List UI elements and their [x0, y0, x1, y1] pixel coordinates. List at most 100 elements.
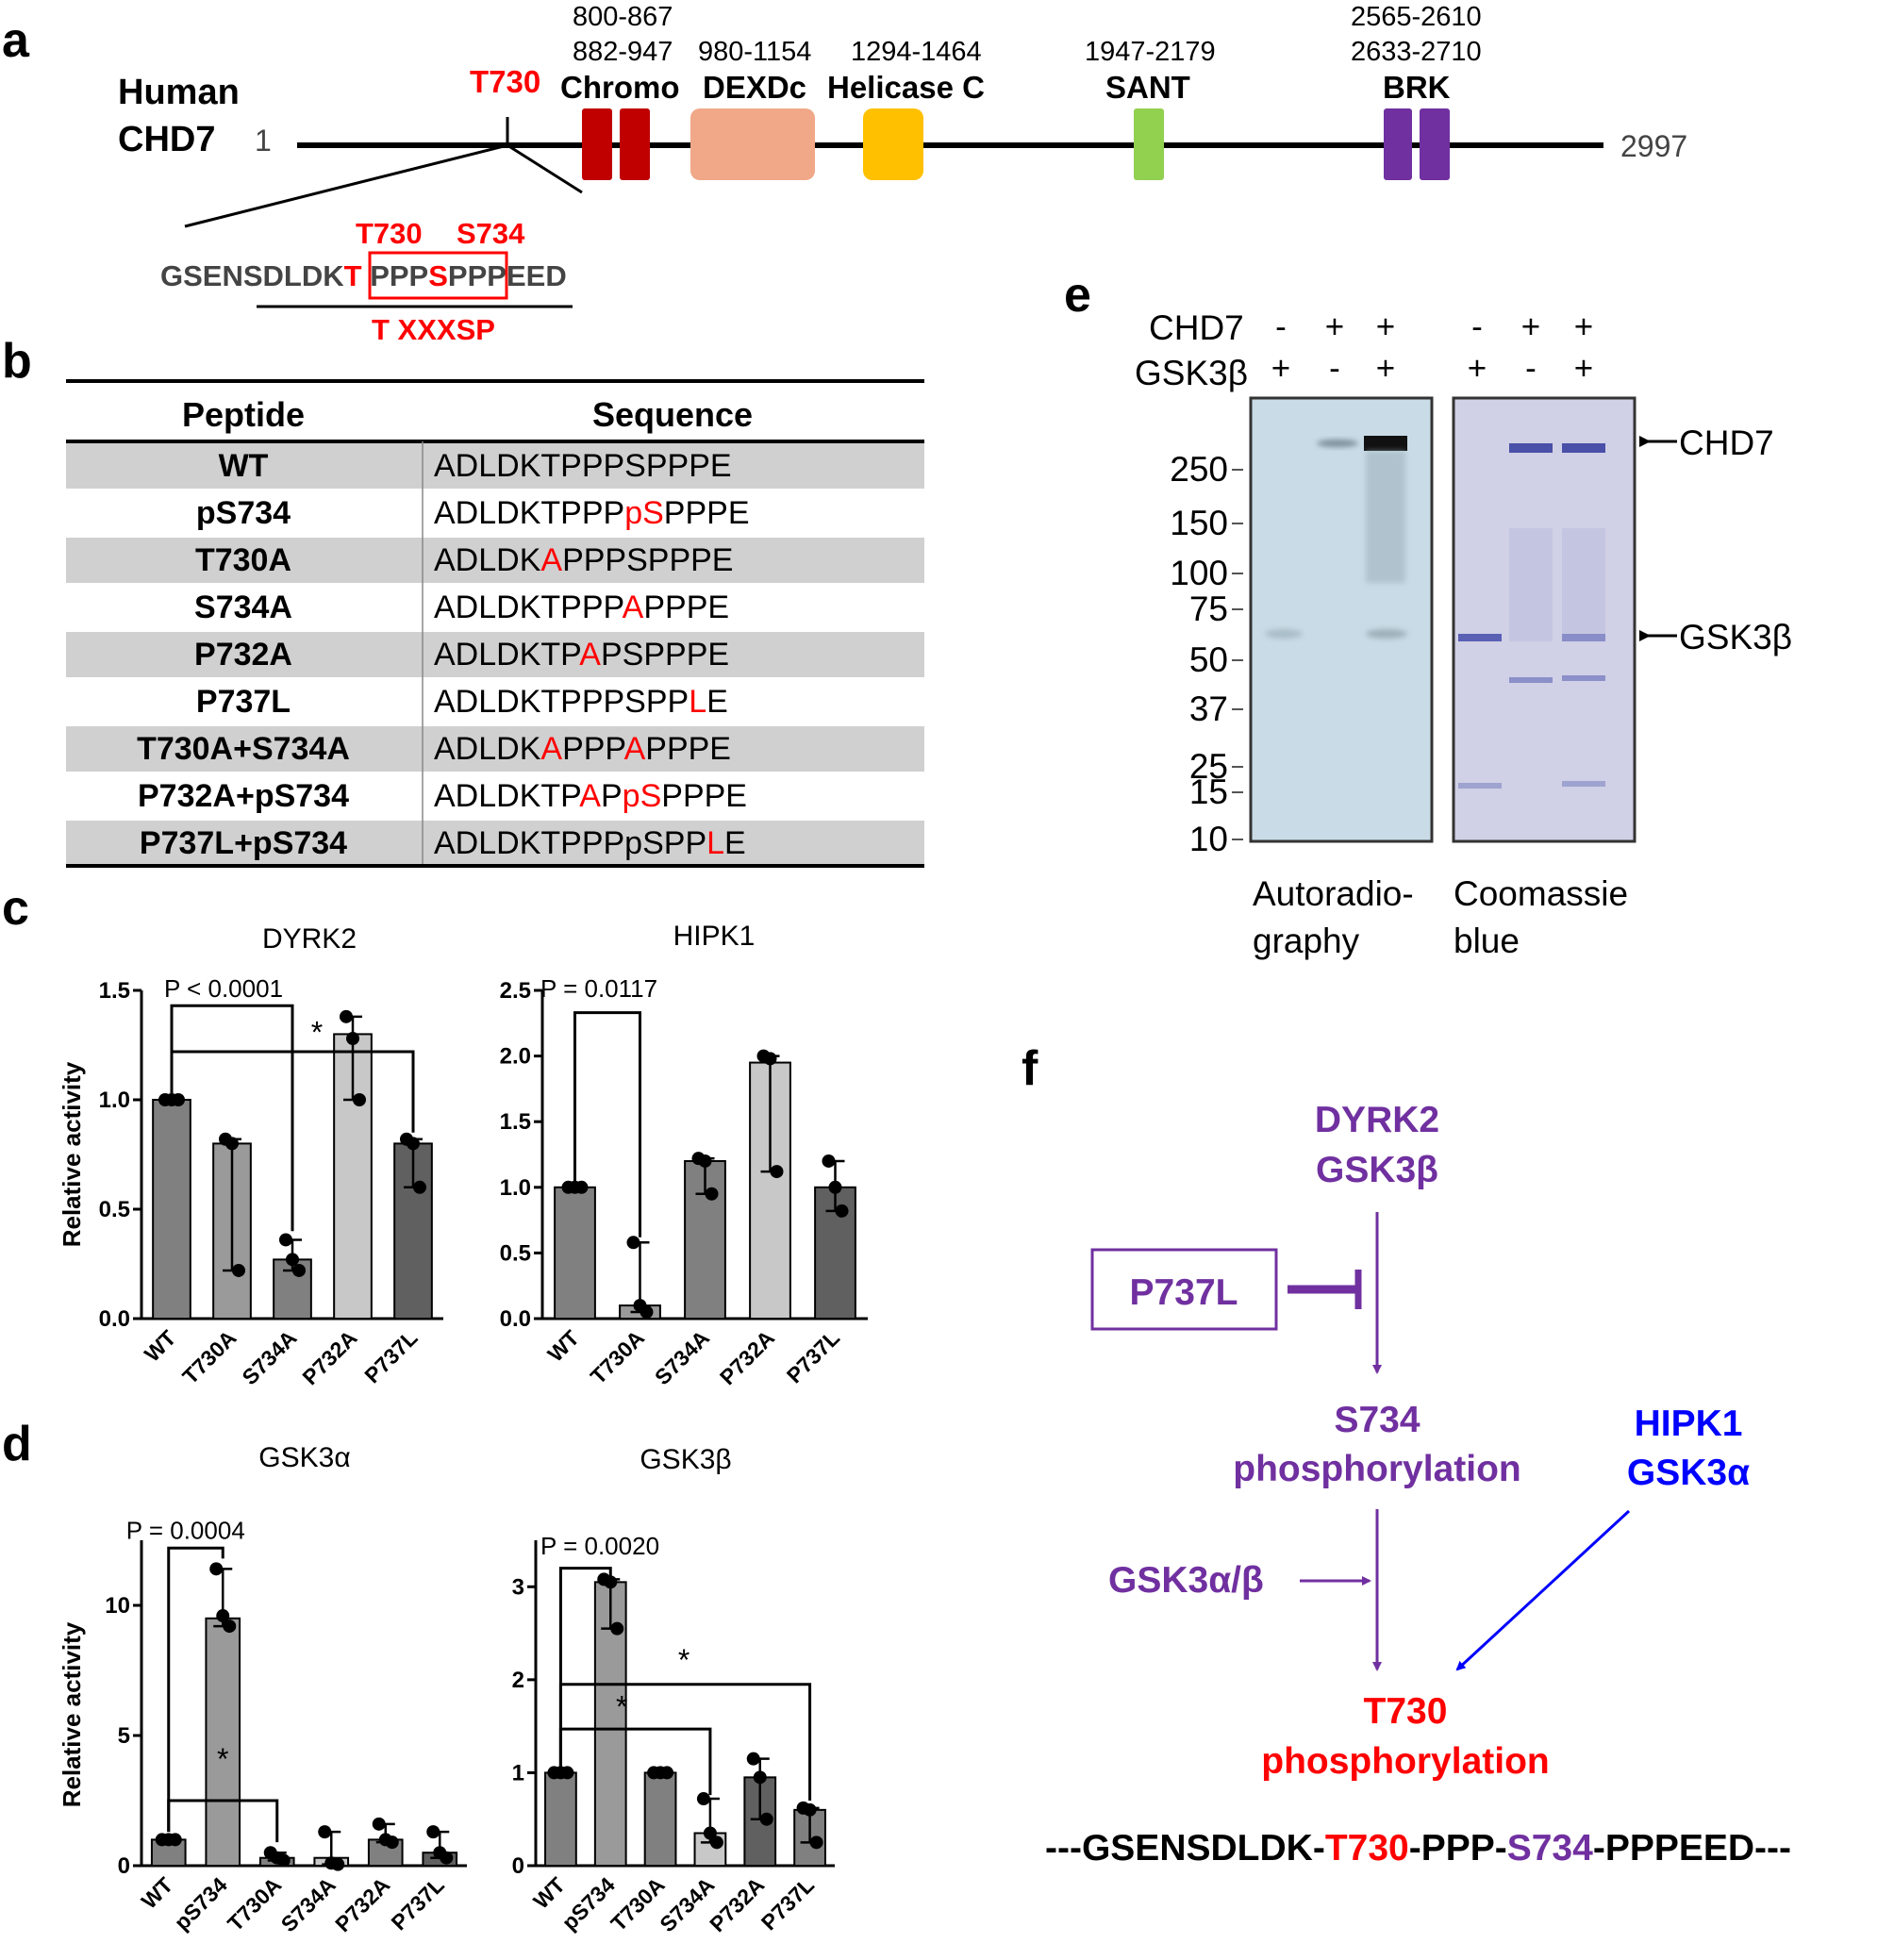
- chart-data-point: [385, 1835, 399, 1850]
- chart-ytick-label: 0.5: [500, 1240, 531, 1266]
- chart-annotation: *: [616, 1689, 627, 1723]
- chart-ytick-label: 0.5: [99, 1197, 130, 1222]
- chart-annotation: *: [311, 1016, 323, 1050]
- chart-category-label: S734A: [276, 1872, 341, 1936]
- peptide-sequence: ADLDKAPPPAPPPE: [434, 731, 731, 767]
- mw-marker-label: 15: [1189, 772, 1228, 811]
- table-row-shade: [66, 538, 924, 583]
- pathway-arrow-hipk1: [1455, 1509, 1631, 1671]
- table-row-shade: [66, 726, 924, 772]
- p737l-label: P737L: [1130, 1272, 1238, 1313]
- chart-category-label: P737L: [782, 1325, 844, 1387]
- chart-category-label: T730A: [606, 1872, 669, 1935]
- pathway-kinase-dyrk2: DYRK2: [1315, 1100, 1439, 1140]
- significance-bracket: [558, 1727, 712, 1796]
- sequence-end-label: 2997: [1620, 129, 1687, 163]
- dexdc-domain: [690, 108, 815, 180]
- chart-annotation: P = 0.0117: [540, 974, 657, 1003]
- coomassie-band-lane3-mid: [1562, 675, 1605, 681]
- chart-data-point: [753, 1770, 767, 1785]
- chart-ytick-label: 1.0: [500, 1175, 531, 1201]
- chart-data-point: [703, 1826, 717, 1840]
- significance-bracket: [170, 1004, 294, 1232]
- peptide-name: P737L: [196, 684, 291, 720]
- chart-data-point: [705, 1187, 719, 1201]
- coomassie-band-chd7-lane3: [1562, 443, 1605, 453]
- chart-data-point: [640, 1305, 654, 1320]
- peptide-sequence: ADLDKTPPPSPPLE: [434, 684, 728, 720]
- lane-sign-chd7: +: [1574, 308, 1593, 345]
- table-header-sequence: Sequence: [592, 395, 753, 434]
- protein-species-label: Human: [118, 73, 240, 112]
- peptide-sequence: ADLDKTPAPpSPPPE: [434, 778, 747, 814]
- chart-data-point: [835, 1204, 849, 1218]
- pathway-kinase-hipk1: HIPK1: [1635, 1404, 1743, 1444]
- pathway-kinase-gsk3b: GSK3β: [1316, 1150, 1438, 1190]
- chart-ytick-label: 0.0: [99, 1306, 130, 1332]
- chart-category-label: T730A: [223, 1872, 286, 1935]
- chart-category-label: T730A: [586, 1325, 649, 1388]
- zoom-line-right: [507, 143, 583, 194]
- chart-category-label: P732A: [715, 1325, 779, 1389]
- chart-data-point: [407, 1137, 420, 1151]
- table-row-shade: [66, 821, 924, 866]
- peptide-sequence: ADLDKTPPPpSPPLE: [434, 825, 746, 861]
- autoradiography-caption-1: Autoradio-: [1253, 874, 1414, 913]
- chart-data-point: [172, 1093, 185, 1106]
- gel-band-gsk-lane1: [1265, 629, 1303, 639]
- pathway-s734-label: S734: [1334, 1400, 1420, 1440]
- mw-marker-label: 75: [1189, 590, 1228, 628]
- chart-category-label: S734A: [655, 1872, 719, 1936]
- gel-band-chd7-lane3: [1364, 436, 1407, 451]
- chart-data-point: [763, 1052, 777, 1066]
- chart-data-point: [279, 1233, 292, 1247]
- chart-data-point: [626, 1236, 640, 1250]
- lane-sign-gsk3b: +: [1574, 350, 1593, 387]
- chart-ytick-label: 0.0: [500, 1306, 531, 1332]
- sant-domain: [1134, 108, 1164, 180]
- sant-name: SANT: [1105, 70, 1190, 105]
- panel-e-gels: CHD7 GSK3β -++-++-++-++ 2501501007550372…: [1135, 308, 1792, 960]
- zoom-s734-label: S734: [457, 217, 525, 250]
- condition-label-chd7: CHD7: [1149, 308, 1244, 347]
- significance-bracket: [167, 1546, 224, 1833]
- chart-category-label: WT: [140, 1325, 181, 1367]
- mw-marker-label: 50: [1189, 640, 1228, 679]
- mw-marker-label: 37: [1189, 689, 1228, 728]
- lane-sign-gsk3b: +: [1271, 350, 1290, 387]
- lane-sign-chd7: -: [1275, 308, 1287, 345]
- chart-data-point: [574, 1180, 589, 1194]
- chart-data-point: [346, 1032, 359, 1046]
- chart-data-point: [223, 1619, 237, 1634]
- chart-data-point: [696, 1792, 710, 1806]
- chart-data-point: [709, 1835, 723, 1850]
- helicase-c-domain: [863, 108, 923, 180]
- chart-ytick-label: 0: [512, 1853, 524, 1879]
- lane-sign-gsk3b: +: [1376, 350, 1395, 387]
- lane-sign-chd7: +: [1521, 308, 1540, 345]
- chart-category-label: P737L: [359, 1325, 422, 1387]
- coomassie-band-lane1-low: [1458, 783, 1502, 789]
- panel-a-domain-map: Human CHD7 1 2997 T730 800-867 882-947 C…: [118, 2, 1687, 346]
- chart-bar: [544, 1771, 577, 1868]
- chart-data-point: [803, 1802, 817, 1817]
- table-header-peptide: Peptide: [182, 395, 305, 434]
- chart-bar: [554, 1186, 596, 1321]
- chart-data-point: [822, 1154, 836, 1168]
- chart-data-point: [232, 1263, 245, 1277]
- panel-label-d: d: [2, 1417, 32, 1471]
- chart-category-label: S734A: [650, 1325, 714, 1389]
- chart-data-point: [809, 1835, 823, 1850]
- chart-category-label: P732A: [705, 1872, 769, 1936]
- table-row-shade: [66, 632, 924, 677]
- significance-bracket: [167, 1799, 279, 1843]
- p737l-box: [1090, 1248, 1278, 1331]
- chart-title: GSK3β: [640, 1444, 731, 1475]
- dexdc-name: DEXDc: [703, 70, 806, 105]
- zoom-t730-label: T730: [356, 217, 423, 250]
- coomassie-smear-lane2: [1509, 528, 1553, 641]
- chart-data-point: [168, 1833, 182, 1847]
